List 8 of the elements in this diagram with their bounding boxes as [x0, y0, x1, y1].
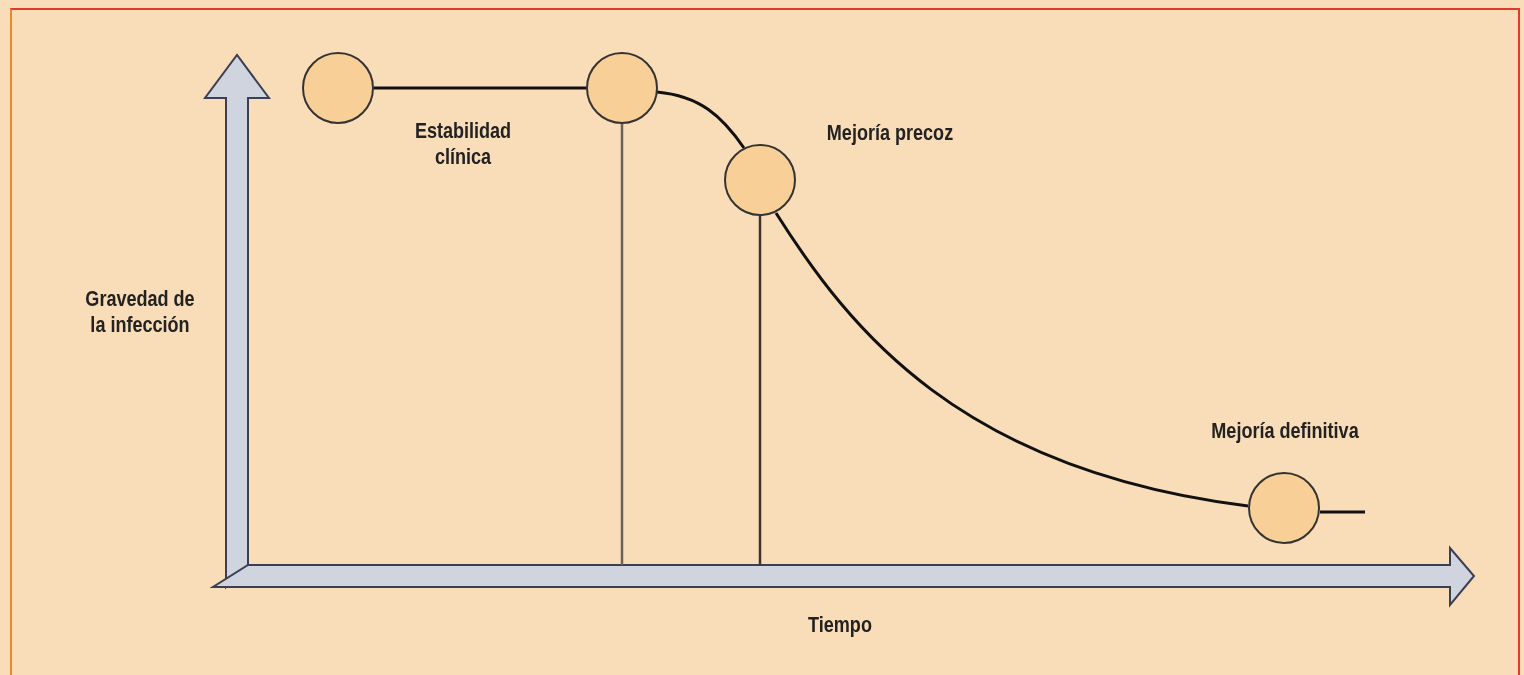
stage-label: Mejoría definitiva [1210, 418, 1360, 444]
curve-line [656, 90, 746, 149]
stage-label: Mejoría precoz [825, 120, 955, 146]
axis-label: Gravedad de la infección [84, 286, 196, 338]
curve-line [774, 212, 1249, 508]
axis-label: Tiempo [807, 612, 873, 638]
stage-label: Estabilidad clínica [413, 118, 513, 170]
curve-line [374, 86, 586, 90]
